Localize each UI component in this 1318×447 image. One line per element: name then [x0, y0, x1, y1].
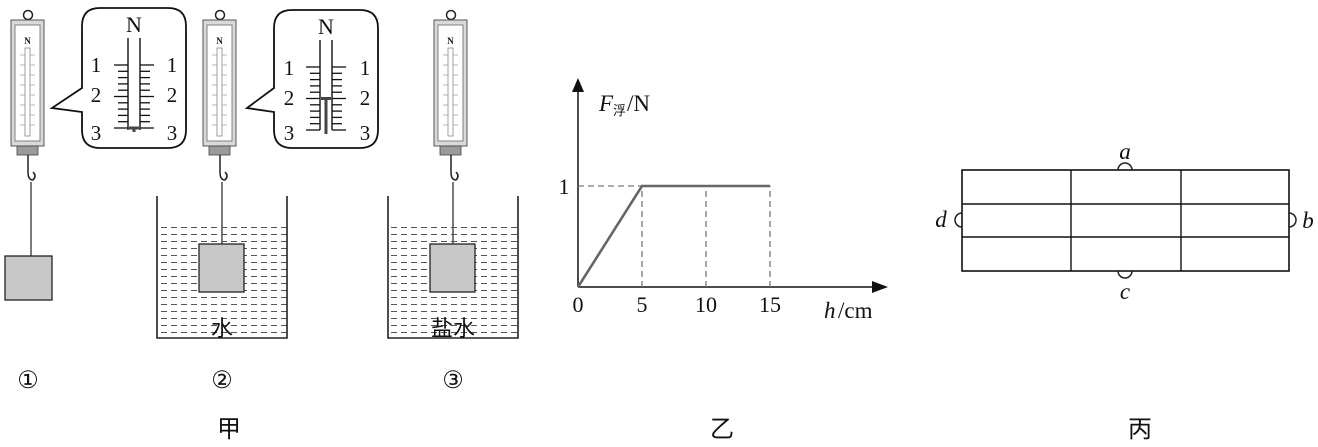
x-axis-label-symbol: h: [824, 298, 836, 323]
scale-3-unit: N: [447, 36, 454, 46]
callout-2-pointer: [321, 97, 331, 134]
scale-callout-1: N 1 2 3 1 2 3: [49, 7, 187, 149]
terminal-b-label: b: [1302, 208, 1314, 233]
setup-3: N 盐水: [387, 9, 519, 341]
block-2: [198, 243, 245, 293]
callout-1-tick-right-2: 2: [167, 83, 178, 107]
terminal-a-loop: [1117, 162, 1133, 171]
callout-1-tick-right-1: 1: [167, 53, 178, 77]
terminal-c-label: c: [1120, 279, 1130, 304]
callout-2-unit: N: [318, 14, 334, 39]
y-axis-label-unit: /N: [627, 91, 650, 116]
graph-series: [576, 184, 770, 288]
x-axis-label-unit: /cm: [838, 298, 873, 323]
setup-2: N 水: [156, 9, 288, 341]
callout-1-tick-left-2: 2: [91, 83, 102, 107]
buoyancy-graph: F 浮 /N h /cm 0 5 10 15 1: [559, 78, 888, 323]
block-3: [429, 243, 476, 293]
callout-1-tick-left-1: 1: [91, 53, 102, 77]
y-tick-label-1: 1: [559, 174, 570, 199]
block-1: [4, 255, 53, 301]
terminal-d-loop: [954, 212, 963, 228]
step-label-2: ②: [211, 368, 233, 394]
x-tick-label-10: 10: [695, 292, 717, 317]
x-tick-label-0: 0: [573, 292, 584, 317]
y-axis-label-subscript: 浮: [613, 103, 626, 118]
spring-scale-3: N: [433, 9, 468, 244]
callout-2-tick-left-3: 3: [284, 121, 295, 145]
y-axis-arrow: [572, 78, 584, 92]
callout-1-tick-right-3: 3: [167, 121, 178, 145]
grid-figure: a b c d: [935, 139, 1314, 304]
graph-guides: [578, 185, 771, 287]
caption-yi: 乙: [710, 417, 734, 443]
x-axis-arrow: [872, 281, 888, 293]
callout-2-tick-right-2: 2: [360, 86, 371, 110]
liquid-label-water: 水: [211, 316, 233, 341]
terminal-c-loop: [1117, 270, 1133, 279]
callout-2-tick-left-2: 2: [284, 86, 295, 110]
series-line-0: [576, 184, 770, 288]
step-label-1: ①: [17, 368, 39, 394]
caption-bing: 丙: [1128, 417, 1152, 443]
terminal-d-label: d: [935, 207, 947, 232]
setup-1: N: [4, 9, 53, 301]
callout-2-tick-left-1: 1: [284, 56, 295, 80]
scale-1-unit: N: [24, 36, 31, 46]
grid-outline: [961, 169, 1290, 272]
callout-1-ticks: [114, 64, 154, 129]
scale-2-unit: N: [216, 36, 223, 46]
step-label-3: ③: [442, 368, 464, 394]
terminal-a-label: a: [1119, 139, 1131, 164]
callout-1-unit: N: [126, 12, 142, 37]
callout-1-pointer: [129, 126, 139, 132]
x-tick-label-5: 5: [637, 292, 648, 317]
callout-1-tick-left-3: 3: [91, 121, 102, 145]
x-tick-label-15: 15: [759, 292, 781, 317]
callout-2-tick-right-3: 3: [360, 121, 371, 145]
spring-scale-1: N: [10, 9, 45, 256]
terminal-b-loop: [1288, 212, 1297, 228]
y-axis-label-symbol: F: [598, 91, 614, 116]
scale-callout-2: N 1 2 3 1 2 3: [244, 9, 379, 149]
liquid-label-saltwater: 盐水: [431, 316, 475, 341]
caption-jia: 甲: [217, 417, 241, 443]
callout-2-tick-right-1: 1: [360, 56, 371, 80]
callout-2-ticks: [306, 66, 346, 131]
spring-scale-2: N: [202, 9, 237, 244]
